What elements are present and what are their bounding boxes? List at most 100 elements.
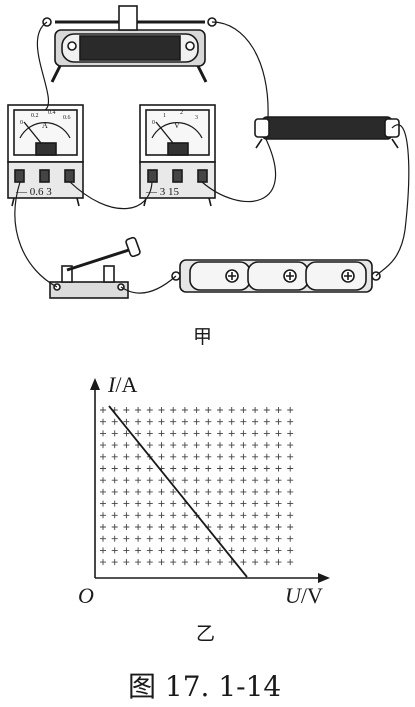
origin-label: O — [78, 583, 94, 608]
grid-plus-mark — [287, 559, 294, 566]
grid-plus-mark — [181, 512, 188, 519]
grid-plus-mark — [252, 535, 259, 542]
grid-plus-mark — [240, 488, 247, 495]
grid-plus-mark — [123, 418, 130, 425]
ammeter-scale-tick: 0.2 — [31, 113, 39, 119]
grid-plus-mark — [111, 488, 118, 495]
grid-plus-mark — [111, 524, 118, 530]
grid-plus-mark — [193, 430, 200, 437]
apparatus-caption: 甲 — [193, 326, 212, 348]
grid-plus-mark — [205, 418, 212, 425]
grid-plus-mark — [146, 465, 153, 472]
grid-plus-mark — [193, 535, 200, 542]
grid-plus-mark — [252, 488, 259, 495]
grid-plus-mark — [100, 500, 106, 507]
grid-plus-mark — [146, 535, 153, 542]
iu-graph — [90, 378, 330, 583]
grid-plus-mark — [205, 407, 212, 413]
grid-plus-mark — [170, 559, 177, 566]
grid-plus-mark — [181, 524, 188, 530]
grid-plus-mark — [287, 535, 294, 542]
fixed-resistor — [254, 116, 400, 149]
grid-plus-mark — [275, 488, 282, 495]
voltmeter-scale-tick: 3 — [195, 115, 198, 121]
grid-plus-mark — [135, 559, 142, 566]
grid-plus-mark — [287, 477, 294, 484]
grid-plus-mark — [287, 442, 294, 449]
grid-plus-mark — [158, 407, 165, 413]
grid-plus-mark — [217, 453, 223, 460]
grid-plus-mark — [217, 477, 223, 484]
grid-plus-mark — [193, 500, 200, 507]
grid-plus-mark — [135, 477, 142, 484]
grid-plus-mark — [228, 477, 235, 484]
grid-plus-mark — [275, 535, 282, 542]
grid-plus-mark — [287, 524, 294, 530]
grid-plus-mark — [228, 488, 235, 495]
grid-plus-mark — [170, 477, 177, 484]
grid-plus-mark — [135, 418, 142, 425]
grid-plus-mark — [100, 465, 106, 472]
grid-plus-mark — [205, 512, 212, 519]
grid-plus-mark — [170, 535, 177, 542]
grid-plus-mark — [170, 465, 177, 472]
grid-plus-mark — [111, 500, 118, 507]
grid-plus-mark — [146, 407, 153, 413]
grid-plus-mark — [240, 418, 247, 425]
grid-plus-mark — [252, 430, 259, 437]
grid-plus-mark — [193, 488, 200, 495]
grid-plus-mark — [252, 453, 259, 460]
grid-plus-mark — [205, 477, 212, 484]
grid-plus-mark — [240, 430, 247, 437]
grid-plus-mark — [240, 500, 247, 507]
grid-plus-mark — [263, 535, 270, 542]
grid-plus-mark — [123, 453, 130, 460]
grid-plus-mark — [111, 477, 118, 484]
grid-plus-mark — [123, 535, 130, 542]
grid-plus-mark — [111, 430, 118, 437]
grid-plus-mark — [181, 559, 188, 566]
grid-plus-mark — [111, 547, 118, 554]
grid-plus-mark — [217, 524, 223, 530]
grid-plus-mark — [275, 453, 282, 460]
grid-plus-mark — [205, 442, 212, 449]
grid-plus-mark — [135, 465, 142, 472]
y-axis-label: I/A — [107, 372, 137, 397]
grid-plus-mark — [135, 407, 142, 413]
ammeter-scale-tick: 0.4 — [48, 110, 56, 116]
grid-plus-mark — [158, 500, 165, 507]
grid-plus-mark — [111, 512, 118, 519]
grid-plus-mark — [217, 442, 223, 449]
grid-plus-mark — [240, 559, 247, 566]
grid-plus-mark — [263, 430, 270, 437]
ammeter-terminals-label: — 0.6 3 — [15, 186, 52, 198]
ammeter-scale-tick: 0.6 — [63, 115, 71, 121]
grid-plus-mark — [146, 418, 153, 425]
grid-plus-mark — [263, 453, 270, 460]
grid-plus-mark — [252, 512, 259, 519]
grid-plus-mark — [158, 524, 165, 530]
grid-plus-mark — [263, 524, 270, 530]
grid-plus-mark — [100, 547, 106, 554]
grid-plus-mark — [146, 488, 153, 495]
grid-plus-mark — [205, 488, 212, 495]
grid-plus-mark — [181, 477, 188, 484]
grid-plus-mark — [158, 442, 165, 449]
grid-plus-mark — [275, 524, 282, 530]
grid-plus-mark — [158, 535, 165, 542]
grid-plus-mark — [170, 488, 177, 495]
grid-plus-mark — [228, 442, 235, 449]
grid-plus-mark — [205, 453, 212, 460]
grid-plus-mark — [100, 418, 106, 425]
voltmeter-scale-tick: 0 — [152, 120, 155, 126]
grid-plus-mark — [170, 442, 177, 449]
grid-plus-mark — [170, 418, 177, 425]
voltmeter-scale-tick: 2 — [180, 110, 183, 116]
grid-plus-mark — [252, 418, 259, 425]
grid-plus-mark — [228, 512, 235, 519]
voltmeter-unit: V — [174, 121, 180, 130]
grid-plus-mark — [263, 500, 270, 507]
grid-plus-mark — [193, 559, 200, 566]
